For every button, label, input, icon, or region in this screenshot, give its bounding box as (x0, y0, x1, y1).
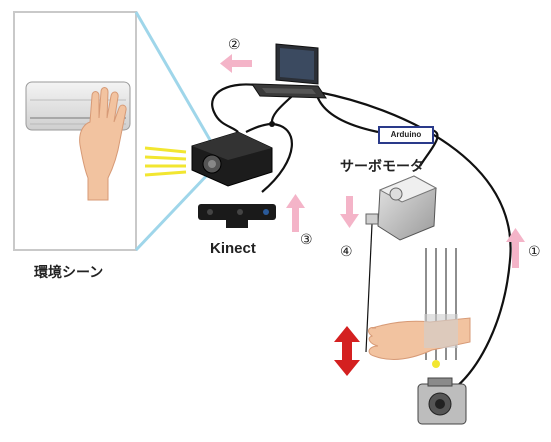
projection-lines (134, 11, 212, 252)
camera-icon (417, 377, 467, 425)
step-4-label: ④ (340, 244, 353, 260)
arrow-step3 (286, 194, 305, 232)
projector-icon (191, 131, 273, 187)
environment-scene-panel (13, 11, 137, 251)
arrow-step4 (340, 196, 359, 228)
projector-light-rays (144, 146, 187, 177)
cable-laptop-projector (211, 83, 263, 133)
kinect-sensor-icon (198, 204, 276, 228)
scene-hand-icon (79, 87, 127, 201)
user-hand-icon (368, 314, 471, 368)
arduino-label: Arduino (378, 126, 434, 144)
servo-motor-icon (365, 175, 438, 241)
cables (211, 83, 512, 393)
cable-laptop-kinect (261, 87, 301, 193)
step-1-label: ① (528, 244, 541, 260)
up-down-motion-arrow (334, 326, 360, 376)
servo-string (365, 223, 373, 353)
cable-laptop-camera (317, 90, 512, 393)
marker-dot (432, 360, 440, 368)
environment-scene-label: 環境シーン (34, 265, 104, 281)
step-3-label: ③ (300, 232, 313, 248)
servo-motor-label: サーボモータ (340, 159, 424, 175)
cable-arduino-servo (419, 128, 439, 167)
laptop-icon (251, 43, 327, 99)
arrow-step1 (506, 228, 525, 268)
step-2-label: ② (228, 37, 241, 53)
cable-junction (269, 121, 275, 127)
kinect-label: Kinect (210, 240, 256, 257)
arrow-step2 (220, 54, 252, 73)
cable-projector-junction (245, 122, 273, 133)
